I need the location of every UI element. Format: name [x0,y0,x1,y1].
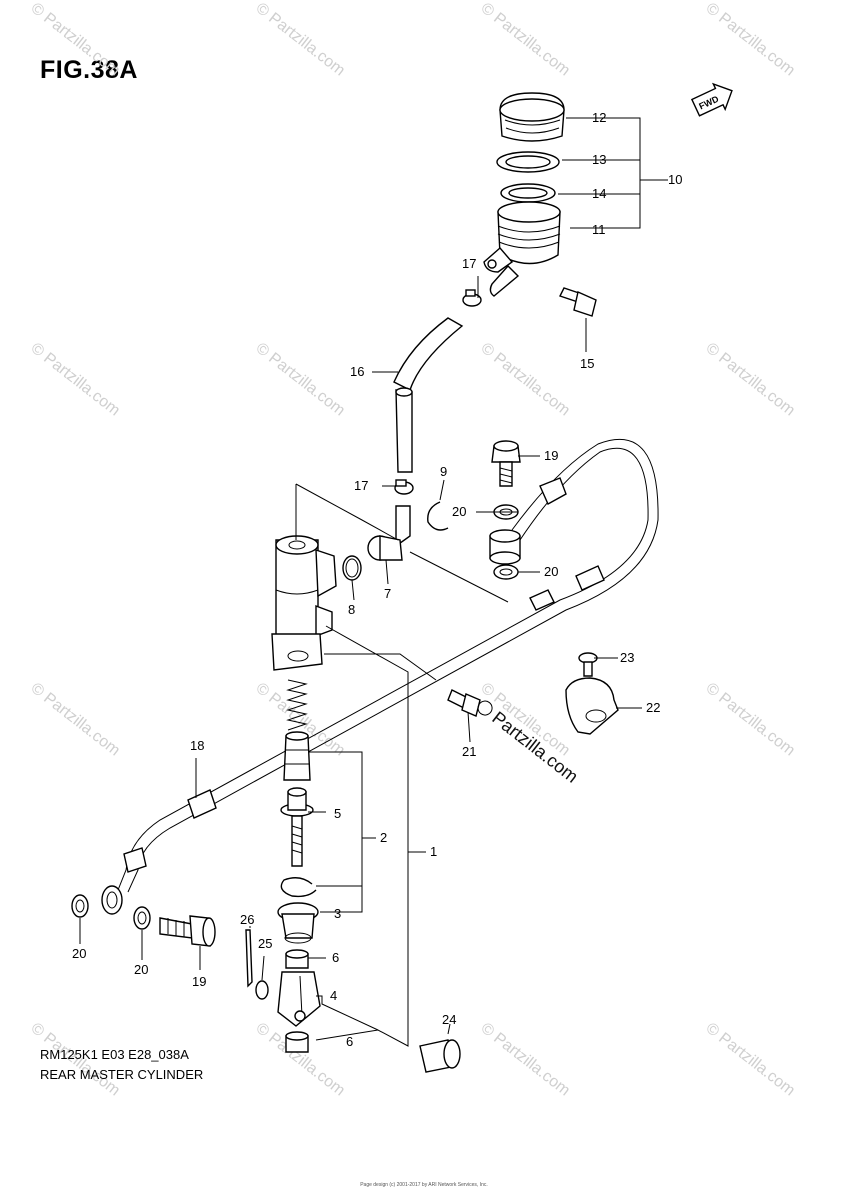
leader-lines [79,117,668,1047]
watermark-layer: © Partzilla.com © Partzilla.com © Partzill… [28,0,798,1100]
bolt-21[interactable] [447,689,481,717]
washer-20-mid[interactable] [133,906,151,930]
watermark-text: © Partzilla.com [28,680,123,760]
cotter-pin-26[interactable] [245,929,253,988]
clamp-17-upper[interactable] [462,289,482,307]
piston-set[interactable] [283,731,311,781]
callout-25[interactable]: 25 [258,936,272,951]
watermark-text: © Partzilla.com [478,1020,573,1100]
page-footer: Page design (c) 2001-2017 by ARI Network… [360,1182,488,1188]
callout-2[interactable]: 2 [380,830,387,845]
banjo-fitting[interactable] [489,529,521,565]
nut-6-upper[interactable] [285,949,309,969]
callout-11[interactable]: 11 [592,222,606,237]
banjo-bolt-19-upper[interactable] [491,440,521,487]
watermark-text: © Partzilla.com [703,340,798,420]
hose-joint-7[interactable] [367,505,411,561]
bracket-22[interactable] [565,677,619,735]
callout-13[interactable]: 13 [592,152,606,167]
caption-name: REAR MASTER CYLINDER [40,1067,204,1082]
watermark-text: © Partzilla.com [28,0,123,80]
diaphragm-13[interactable] [496,151,560,173]
watermark-text: © Partzilla.com [703,1020,798,1100]
watermark-text: © Partzilla.com [253,340,348,420]
callout-19-lower[interactable]: 19 [192,974,206,989]
fwd-arrow-icon: FWD [690,82,733,117]
caption-code: RM125K1 E03 E28_038A [40,1047,189,1062]
reservoir-cap-12[interactable] [499,92,565,142]
callout-18[interactable]: 18 [190,738,204,753]
callout-20-left[interactable]: 20 [72,946,86,961]
boot-3[interactable] [277,902,319,944]
figure-caption: RM125K1 E03 E28_038A REAR MASTER CYLINDE… [40,1045,203,1085]
callout-9[interactable]: 9 [440,464,447,479]
callout-6-upper[interactable]: 6 [332,950,339,965]
watermark-text: © Partzilla.com [478,340,573,420]
reservoir-tank-11[interactable] [483,201,561,297]
callout-5[interactable]: 5 [334,806,341,821]
callout-3[interactable]: 3 [334,906,341,921]
callout-7[interactable]: 7 [384,586,391,601]
callout-20-upper[interactable]: 20 [452,504,466,519]
callout-14[interactable]: 14 [592,186,606,201]
master-cylinder-body[interactable] [271,535,337,671]
bolt-15[interactable] [559,287,597,317]
callout-1[interactable]: 1 [430,844,437,859]
watermark-text: © Partzilla.com [478,0,573,80]
watermark-text: © Partzilla.com [703,680,798,760]
callout-4[interactable]: 4 [330,988,337,1003]
washer-20-left[interactable] [71,894,89,918]
callout-layer: 1 2 3 4 5 6 6 7 8 9 10 11 12 13 14 15 16… [72,110,682,1049]
callout-10[interactable]: 10 [668,172,682,187]
washer-25[interactable] [255,980,269,1000]
o-ring-8[interactable] [342,555,362,581]
callout-6-lower[interactable]: 6 [346,1034,353,1049]
callout-8[interactable]: 8 [348,602,355,617]
watermark-text: © Partzilla.com [703,0,798,80]
watermark-text: © Partzilla.com [28,340,123,420]
figure-title: FIG.38A [40,56,138,84]
circlip-2[interactable] [280,877,317,898]
callout-26[interactable]: 26 [240,912,254,927]
callout-24[interactable]: 24 [442,1012,456,1027]
screw-23[interactable] [578,652,598,677]
pin-24[interactable] [419,1039,461,1073]
callout-17-lower[interactable]: 17 [354,478,368,493]
callout-12[interactable]: 12 [592,110,606,125]
push-rod-5[interactable] [280,787,314,867]
callout-20-mid[interactable]: 20 [134,962,148,977]
clamp-17-lower[interactable] [394,479,414,495]
nut-6-lower[interactable] [285,1031,309,1053]
reservoir-hose-16[interactable] [393,317,464,473]
callout-20-right[interactable]: 20 [544,564,558,579]
plate-14[interactable] [500,183,556,203]
circlip-9[interactable] [427,501,449,531]
washer-20-lower[interactable] [493,564,519,580]
clevis-4[interactable] [277,971,321,1027]
callout-23[interactable]: 23 [620,650,634,665]
banjo-bolt-19-lower[interactable] [159,915,216,947]
callout-22[interactable]: 22 [646,700,660,715]
callout-16[interactable]: 16 [350,364,364,379]
callout-21[interactable]: 21 [462,744,476,759]
watermark-text: © Partzilla.com [253,0,348,80]
callout-15[interactable]: 15 [580,356,594,371]
callout-17-upper[interactable]: 17 [462,256,476,271]
brake-hose-18[interactable] [101,438,659,915]
spring[interactable] [286,679,308,731]
callout-19-upper[interactable]: 19 [544,448,558,463]
